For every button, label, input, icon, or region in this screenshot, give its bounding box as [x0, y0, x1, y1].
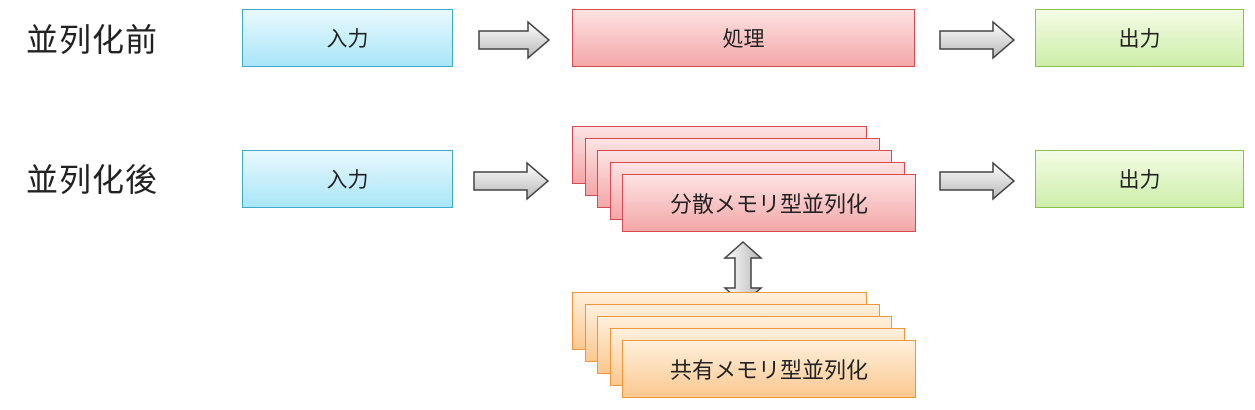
after-input-box: 入力	[242, 150, 453, 208]
after-row-label: 並列化後	[26, 161, 159, 199]
before-arrow-right-icon-2	[939, 20, 1016, 60]
before-process-box: 処理	[572, 9, 915, 67]
after-arrow-right-icon-1	[473, 161, 550, 201]
before-row-label: 並列化前	[26, 21, 159, 59]
before-output-box: 出力	[1035, 9, 1244, 67]
shared-memory-box: 共有メモリ型並列化	[622, 340, 916, 398]
after-output-box: 出力	[1035, 150, 1244, 208]
distributed-memory-box: 分散メモリ型並列化	[622, 174, 916, 232]
before-arrow-right-icon-1	[478, 20, 551, 60]
after-arrow-right-icon-2	[939, 161, 1016, 201]
before-input-box: 入力	[242, 9, 453, 67]
